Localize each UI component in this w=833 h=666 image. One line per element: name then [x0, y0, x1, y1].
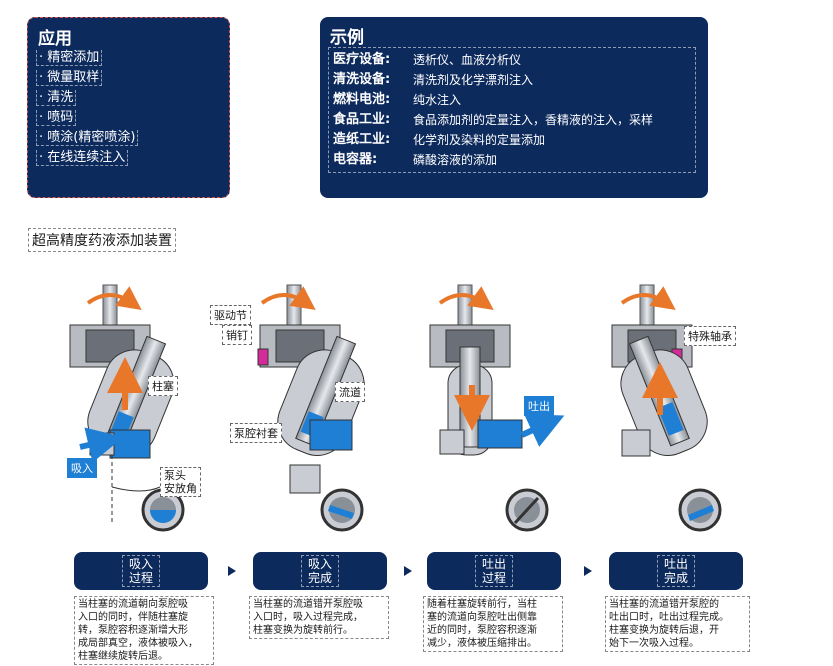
example-row: 医疗设备:透析仪、血液分析仪	[333, 52, 522, 67]
pin-label: 销钉	[222, 325, 252, 345]
drive-section-label: 驱动节	[210, 305, 251, 325]
example-row: 清洗设备:清洗剂及化学漂剂注入	[333, 72, 534, 87]
step-description-discharge-complete: 当柱塞的流道错开泵腔的 吐出口时，吐出过程完成。 柱塞变换为旋转后退，开 始下一…	[605, 596, 750, 652]
discharge-label: 吐出	[524, 396, 554, 416]
step-description-discharge-process: 随着柱塞旋转前行，当柱 塞的流道向泵腔吐出侧靠 近的同时，泵腔容积逐渐 减少，液…	[423, 596, 563, 652]
pump-stage-discharge-complete	[611, 284, 722, 532]
example-row: 燃料电池:纯水注入	[333, 92, 462, 107]
step-discharge-complete: 吐出 完成	[609, 552, 743, 590]
channel-label: 流道	[335, 382, 365, 402]
list-item: · 清洗	[36, 88, 138, 108]
list-item: · 在线连续注入	[36, 148, 138, 168]
examples-title: 示例	[330, 28, 364, 48]
plunger-label: 柱塞	[148, 376, 178, 396]
step-suction-process: 吸入 过程	[74, 552, 208, 590]
step-arrow	[404, 566, 412, 576]
suction-label: 吸入	[67, 458, 97, 478]
step-description-suction-process: 当柱塞的流道朝向泵腔吸 入口的同时，伴随柱塞旋 转，泵腔容积逐渐增大形 成局部真…	[74, 596, 214, 665]
list-item: · 喷码	[36, 108, 138, 128]
step-suction-complete: 吸入 完成	[253, 552, 387, 590]
pump-head-angle-label: 泵头 安放角	[160, 467, 201, 497]
list-item: · 喷涂(精密喷涂)	[36, 128, 139, 148]
step-discharge-process: 吐出 过程	[427, 552, 561, 590]
list-item: · 精密添加	[36, 48, 138, 68]
pump-stage-suction-complete	[257, 284, 365, 532]
example-row: 食品工业:食品添加剂的定量注入，香精液的注入，采样	[333, 112, 654, 127]
applications-title: 应用	[38, 29, 72, 49]
device-title: 超高精度药液添加装置	[28, 228, 176, 252]
pump-diagrams	[69, 284, 722, 532]
applications-panel: 应用 · 精密添加 · 微量取样 · 清洗 · 喷码 · 喷涂(精密喷涂) · …	[27, 17, 230, 198]
applications-list: · 精密添加 · 微量取样 · 清洗 · 喷码 · 喷涂(精密喷涂) · 在线连…	[36, 48, 139, 168]
special-bearing-label: 特殊轴承	[684, 326, 736, 346]
chamber-liner-label: 泵腔衬套	[230, 423, 282, 443]
example-row: 电容器:磷酸溶液的添加	[333, 152, 498, 167]
examples-panel: 示例 医疗设备:透析仪、血液分析仪 清洗设备:清洗剂及化学漂剂注入 燃料电池:纯…	[320, 17, 708, 198]
step-arrow	[584, 566, 592, 576]
step-arrow	[228, 566, 236, 576]
pump-stage-discharge-process	[429, 284, 565, 532]
step-description-suction-complete: 当柱塞的流道错开泵腔吸 入口时，吸入过程完成， 柱塞变换为旋转前行。	[249, 596, 389, 639]
examples-table: 医疗设备:透析仪、血液分析仪 清洗设备:清洗剂及化学漂剂注入 燃料电池:纯水注入…	[328, 47, 696, 173]
example-row: 造纸工业:化学剂及染料的定量添加	[333, 132, 546, 147]
list-item: · 微量取样	[36, 68, 138, 88]
